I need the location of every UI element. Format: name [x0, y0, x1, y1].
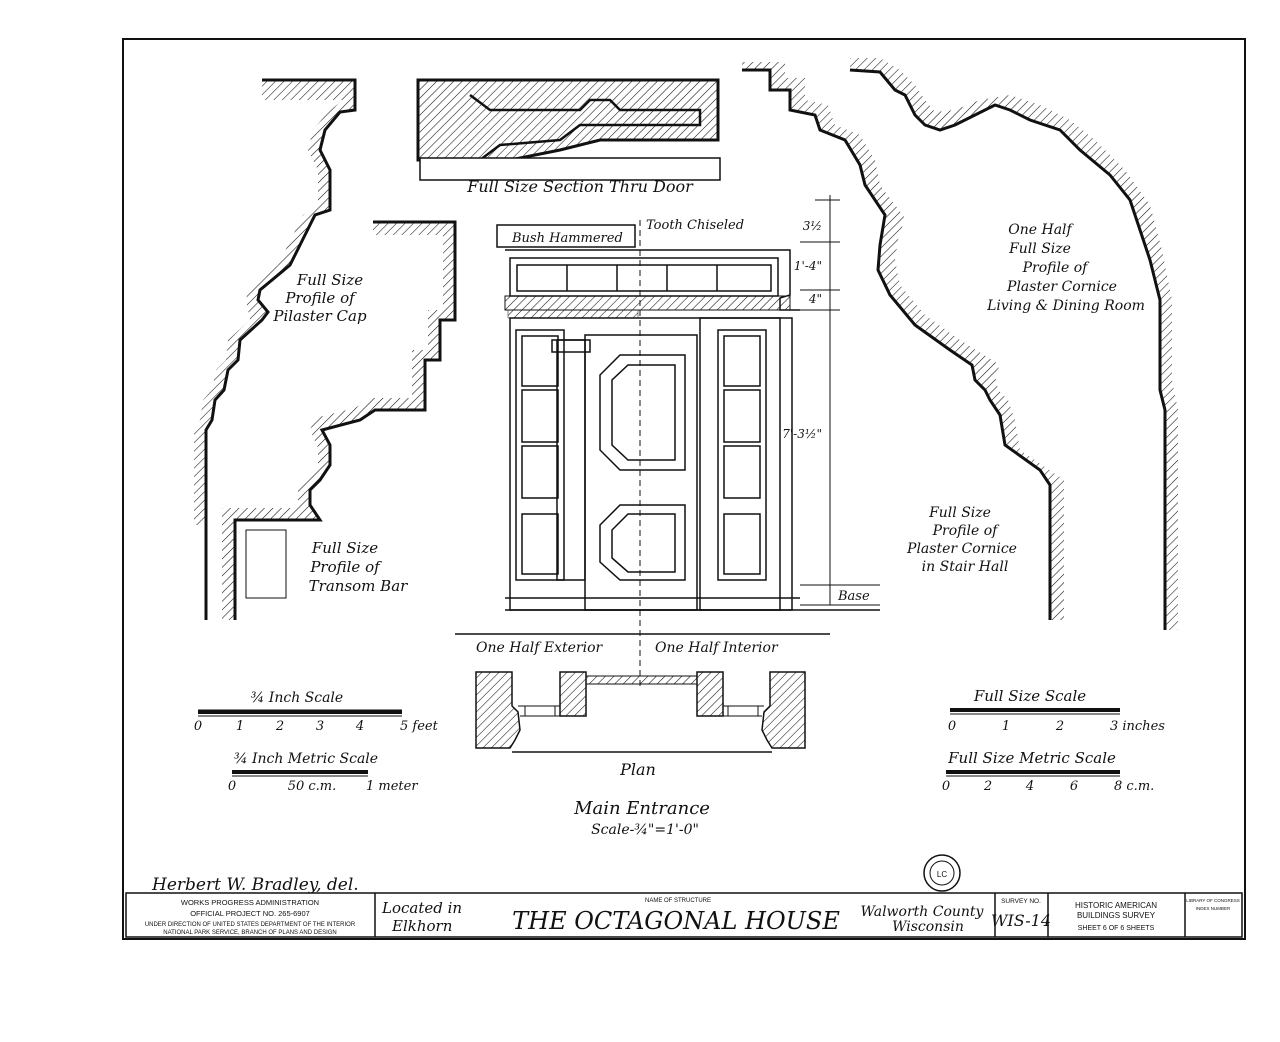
plan-label: Plan	[619, 760, 656, 779]
sheet-number: SHEET 6 OF 6 SHEETS	[1078, 925, 1155, 932]
svg-text:4: 4	[355, 719, 364, 734]
dim-cap: 4"	[808, 292, 822, 306]
svg-text:4: 4	[1025, 779, 1034, 794]
transom-bar-label: Full Size Profile of Transom Bar	[309, 539, 408, 595]
svg-text:UNDER DIRECTION OF UNITED STAT: UNDER DIRECTION OF UNITED STATES DEPARTM…	[145, 922, 356, 928]
svg-text:3 inches: 3 inches	[1110, 719, 1165, 734]
svg-text:8 c.m.: 8 c.m.	[1114, 779, 1154, 794]
svg-text:6: 6	[1070, 779, 1078, 794]
inch-scale: ¾ Inch Scale 0 1 2 3 4 5 feet	[194, 690, 439, 734]
name-caption: NAME OF STRUCTURE	[645, 898, 711, 904]
svg-text:Full Size Scale: Full Size Scale	[973, 687, 1086, 705]
svg-text:One Half: One Half	[1008, 222, 1074, 238]
height-dimension	[800, 195, 880, 606]
svg-text:Pilaster Cap: Pilaster Cap	[272, 307, 367, 325]
svg-text:50 c.m.: 50 c.m.	[288, 779, 337, 794]
svg-text:1: 1	[236, 719, 244, 734]
library-seal: LC	[923, 854, 961, 892]
svg-text:¾ Inch Scale: ¾ Inch Scale	[251, 690, 343, 706]
main-entrance-title: Main Entrance	[573, 798, 710, 819]
half-exterior-label: One Half Exterior	[476, 640, 604, 656]
living-cornice-profile	[742, 62, 1064, 620]
svg-text:0: 0	[194, 719, 202, 734]
svg-text:5 feet: 5 feet	[400, 719, 439, 734]
dim-top: 3½	[803, 219, 822, 233]
sheet-border	[122, 38, 1246, 940]
svg-text:2: 2	[983, 779, 992, 794]
full-size-scale: Full Size Scale 0 1 2 3 inches	[948, 687, 1165, 734]
located-line2: Elkhorn	[391, 917, 452, 935]
draftsman-signature: Herbert W. Bradley, del.	[151, 875, 359, 895]
svg-text:LC: LC	[937, 870, 947, 879]
metric-scale: ¾ Inch Metric Scale 0 50 c.m. 1 meter	[228, 751, 418, 794]
located-line1: Located in	[381, 899, 462, 917]
svg-text:3: 3	[316, 719, 324, 734]
svg-text:Profile of: Profile of	[309, 558, 382, 576]
survey-caption: SURVEY NO.	[1001, 898, 1041, 905]
svg-text:1 meter: 1 meter	[366, 779, 418, 794]
svg-text:Plaster Cornice: Plaster Cornice	[1006, 279, 1117, 295]
svg-text:NATIONAL PARK SERVICE, BRANCH: NATIONAL PARK SERVICE, BRANCH OF PLANS A…	[163, 930, 336, 936]
svg-text:Plaster Cornice: Plaster Cornice	[906, 541, 1017, 557]
svg-text:in Stair Hall: in Stair Hall	[922, 559, 1009, 575]
dim-base: Base	[837, 589, 870, 604]
svg-text:0: 0	[228, 779, 236, 794]
county-line2: Wisconsin	[892, 919, 964, 935]
svg-text:Profile of: Profile of	[284, 289, 357, 307]
svg-text:Full Size: Full Size	[311, 539, 378, 557]
svg-text:Profile of: Profile of	[1022, 260, 1091, 276]
svg-text:Full Size Metric Scale: Full Size Metric Scale	[947, 749, 1116, 767]
svg-text:Full Size: Full Size	[1008, 241, 1071, 257]
half-interior-label: One Half Interior	[655, 640, 779, 656]
transom-bar-profile	[204, 220, 457, 620]
living-cornice-label: One Half Full Size Profile of Plaster Co…	[986, 222, 1145, 314]
title-block	[125, 892, 1243, 938]
svg-text:1: 1	[1002, 719, 1010, 734]
svg-text:Profile of: Profile of	[932, 523, 1001, 539]
habs-line1: HISTORIC AMERICAN	[1075, 901, 1157, 910]
svg-text:OFFICIAL PROJECT NO. 265-6907: OFFICIAL PROJECT NO. 265-6907	[190, 909, 310, 918]
main-entrance-scale: Scale-¾"=1'-0"	[591, 822, 699, 838]
svg-text:¾ Inch Metric Scale: ¾ Inch Metric Scale	[234, 751, 378, 767]
loc-line2: INDEX NUMBER	[1196, 906, 1231, 911]
tooth-chiseled-label: Tooth Chiseled	[646, 218, 744, 233]
svg-text:0: 0	[948, 719, 956, 734]
pilaster-cap-profile	[194, 78, 357, 525]
svg-text:0: 0	[942, 779, 950, 794]
stair-cornice-label: Full Size Profile of Plaster Cornice in …	[906, 505, 1017, 575]
door-elevation	[496, 220, 880, 690]
svg-text:Full Size: Full Size	[296, 271, 363, 289]
dim-transom: 1'-4"	[794, 259, 822, 273]
bush-hammered-label: Bush Hammered	[511, 231, 623, 246]
habs-line2: BUILDINGS SURVEY	[1077, 911, 1156, 920]
pilaster-cap-label: Full Size Profile of Pilaster Cap	[272, 271, 367, 325]
entrance-plan	[475, 671, 806, 753]
full-size-metric-scale: Full Size Metric Scale 0 2 4 6 8 c.m.	[942, 749, 1154, 794]
door-section-drawing	[416, 78, 721, 181]
svg-text:Living & Dining Room: Living & Dining Room	[986, 298, 1145, 314]
stair-cornice-profile	[849, 58, 1178, 630]
svg-text:Transom Bar: Transom Bar	[309, 577, 408, 595]
svg-text:2: 2	[1055, 719, 1064, 734]
svg-text:WORKS PROGRESS ADMINISTRATION: WORKS PROGRESS ADMINISTRATION	[181, 898, 319, 907]
loc-line1: LIBRARY OF CONGRESS	[1186, 898, 1240, 903]
county-line1: Walworth County	[861, 904, 985, 920]
svg-text:Full Size: Full Size	[928, 505, 991, 521]
wpa-block: WORKS PROGRESS ADMINISTRATION OFFICIAL P…	[145, 898, 356, 936]
door-section-label: Full Size Section Thru Door	[466, 177, 694, 196]
svg-text:2: 2	[275, 719, 284, 734]
survey-number: WIS-14	[991, 911, 1051, 930]
dim-door: 7'-3½"	[782, 427, 822, 441]
structure-name: THE OCTAGONAL HOUSE	[512, 907, 840, 935]
